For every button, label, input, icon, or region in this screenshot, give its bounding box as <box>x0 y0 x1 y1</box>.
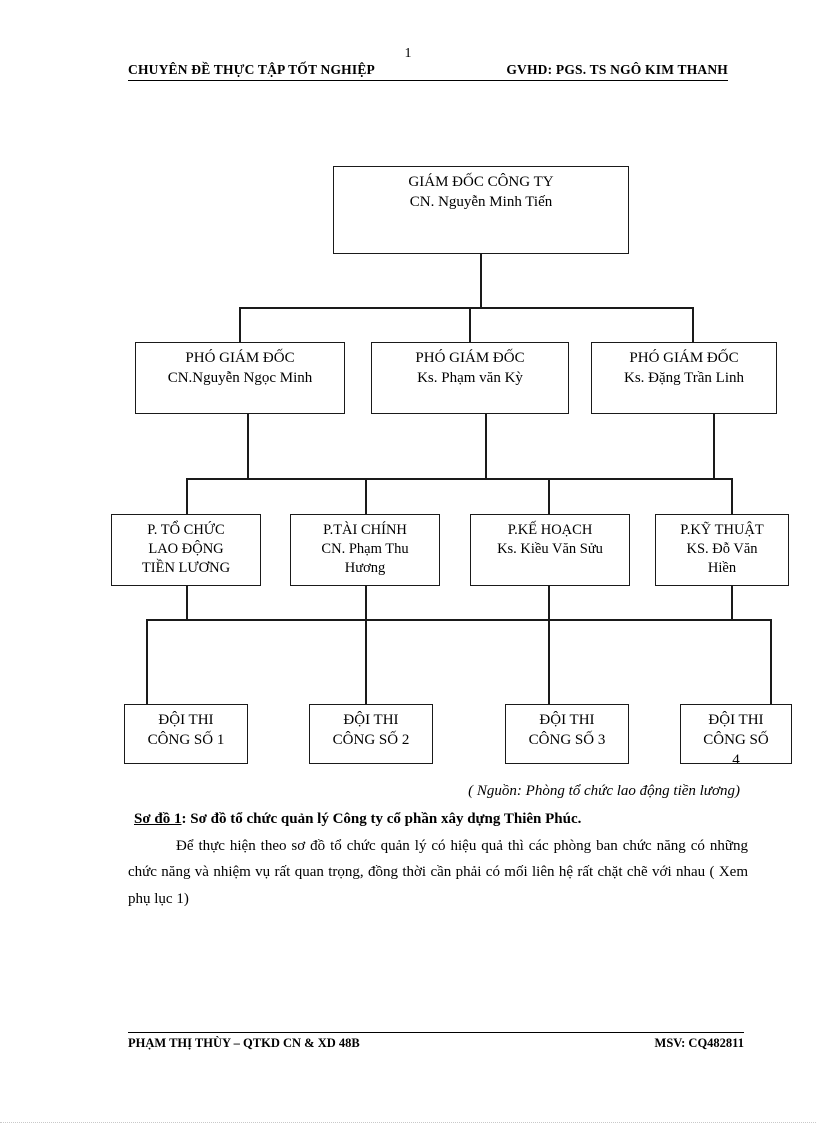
header-divider <box>128 80 728 81</box>
node-line: ĐỘI THI <box>158 712 214 728</box>
connector-vertical <box>186 478 188 516</box>
connector-horizontal-bus <box>239 307 693 309</box>
node-line: P. TỔ CHỨC <box>147 522 225 538</box>
node-line: CÔNG SỐ <box>703 731 769 748</box>
node-line: CN. Phạm Thu <box>321 541 409 558</box>
connector-vertical <box>548 586 550 619</box>
org-node-team-1: ĐỘI THI CÔNG SỐ 1 <box>124 704 248 764</box>
page-footer: PHẠM THỊ THÙY – QTKD CN & XD 48B MSV: CQ… <box>128 1036 744 1054</box>
header-right-text: GVHD: PGS. TS NGÔ KIM THANH <box>506 62 728 77</box>
org-node-team-4: ĐỘI THI CÔNG SỐ 4 <box>680 704 792 764</box>
connector-vertical <box>548 619 550 704</box>
node-line: ĐỘI THI <box>708 712 764 728</box>
connector-vertical <box>365 478 367 516</box>
node-line: CÔNG SỐ 3 <box>528 731 606 748</box>
node-line: PHÓ GIÁM ĐỐC <box>629 350 739 366</box>
footer-divider <box>128 1032 744 1033</box>
node-line: CN. Nguyễn Minh Tiến <box>409 193 553 210</box>
scan-edge <box>0 1108 816 1123</box>
node-line: Ks. Kiều Văn Sửu <box>497 541 603 558</box>
node-line: 4 <box>732 751 740 764</box>
footer-left-text: PHẠM THỊ THÙY – QTKD CN & XD 48B <box>128 1036 360 1050</box>
org-node-dept-4: P.KỸ THUẬT KS. Đỗ Văn Hiền <box>655 514 789 586</box>
node-line: Ks. Phạm văn Kỳ <box>417 369 523 386</box>
connector-vertical <box>247 414 249 478</box>
connector-vertical <box>731 586 733 619</box>
org-chart: GIÁM ĐỐC CÔNG TY CN. Nguyễn Minh Tiến PH… <box>111 166 792 764</box>
page-number: 1 <box>404 46 412 61</box>
connector-vertical <box>146 619 148 704</box>
org-node-dept-3: P.KẾ HOẠCH Ks. Kiều Văn Sửu <box>470 514 630 586</box>
caption-label: Sơ đồ 1 <box>134 811 182 827</box>
header-left-text: CHUYÊN ĐỀ THỰC TẬP TỐT NGHIỆP <box>128 62 375 77</box>
chart-caption: Sơ đồ 1: Sơ đồ tổ chức quản lý Công ty c… <box>134 808 748 831</box>
org-node-deputy-2: PHÓ GIÁM ĐỐC Ks. Phạm văn Kỳ <box>371 342 569 414</box>
org-node-dept-1: P. TỔ CHỨC LAO ĐỘNG TIỀN LƯƠNG <box>111 514 261 586</box>
connector-vertical <box>713 414 715 478</box>
connector-vertical <box>731 478 733 516</box>
node-line: CN.Nguyễn Ngọc Minh <box>167 369 313 386</box>
connector-vertical <box>365 586 367 619</box>
node-line: P.KẾ HOẠCH <box>507 522 593 538</box>
connector-horizontal-bus <box>186 478 732 480</box>
node-line: Hương <box>344 560 386 577</box>
node-line: P.TÀI CHÍNH <box>323 522 407 538</box>
node-line: Ks. Đặng Trần Linh <box>623 369 744 386</box>
node-line: GIÁM ĐỐC CÔNG TY <box>408 174 554 190</box>
connector-vertical <box>239 307 241 343</box>
node-line: ĐỘI THI <box>539 712 595 728</box>
connector-vertical <box>692 307 694 343</box>
connector-horizontal-bus <box>146 619 771 621</box>
chart-source-note: ( Nguồn: Phòng tổ chức lao động tiền lươ… <box>468 783 740 799</box>
connector-vertical <box>548 478 550 516</box>
org-node-deputy-3: PHÓ GIÁM ĐỐC Ks. Đặng Trần Linh <box>591 342 777 414</box>
org-node-deputy-1: PHÓ GIÁM ĐỐC CN.Nguyễn Ngọc Minh <box>135 342 345 414</box>
node-line: KS. Đỗ Văn <box>686 541 758 558</box>
node-line: ĐỘI THI <box>343 712 399 728</box>
node-line: P.KỸ THUẬT <box>680 522 764 538</box>
node-line: TIỀN LƯƠNG <box>141 560 231 577</box>
connector-vertical <box>770 619 772 704</box>
org-node-team-2: ĐỘI THI CÔNG SỐ 2 <box>309 704 433 764</box>
connector-vertical <box>480 254 482 308</box>
connector-vertical <box>365 619 367 704</box>
org-node-dept-2: P.TÀI CHÍNH CN. Phạm Thu Hương <box>290 514 440 586</box>
caption-text: : Sơ đồ tổ chức quản lý Công ty cổ phần … <box>181 811 582 827</box>
connector-vertical <box>186 586 188 619</box>
org-node-team-3: ĐỘI THI CÔNG SỐ 3 <box>505 704 629 764</box>
footer-right-text: MSV: CQ482811 <box>654 1036 744 1050</box>
connector-vertical <box>485 414 487 478</box>
org-node-director: GIÁM ĐỐC CÔNG TY CN. Nguyễn Minh Tiến <box>333 166 629 254</box>
node-line: PHÓ GIÁM ĐỐC <box>185 350 295 366</box>
node-line: Hiền <box>707 560 737 577</box>
connector-vertical <box>469 307 471 343</box>
page-header: CHUYÊN ĐỀ THỰC TẬP TỐT NGHIỆP GVHD: PGS.… <box>128 62 728 82</box>
node-line: PHÓ GIÁM ĐỐC <box>415 350 525 366</box>
node-line: CÔNG SỐ 2 <box>332 731 410 748</box>
node-line: LAO ĐỘNG <box>148 541 224 558</box>
body-paragraph: Để thực hiện theo sơ đồ tổ chức quản lý … <box>128 838 748 907</box>
node-line: CÔNG SỐ 1 <box>147 731 225 748</box>
